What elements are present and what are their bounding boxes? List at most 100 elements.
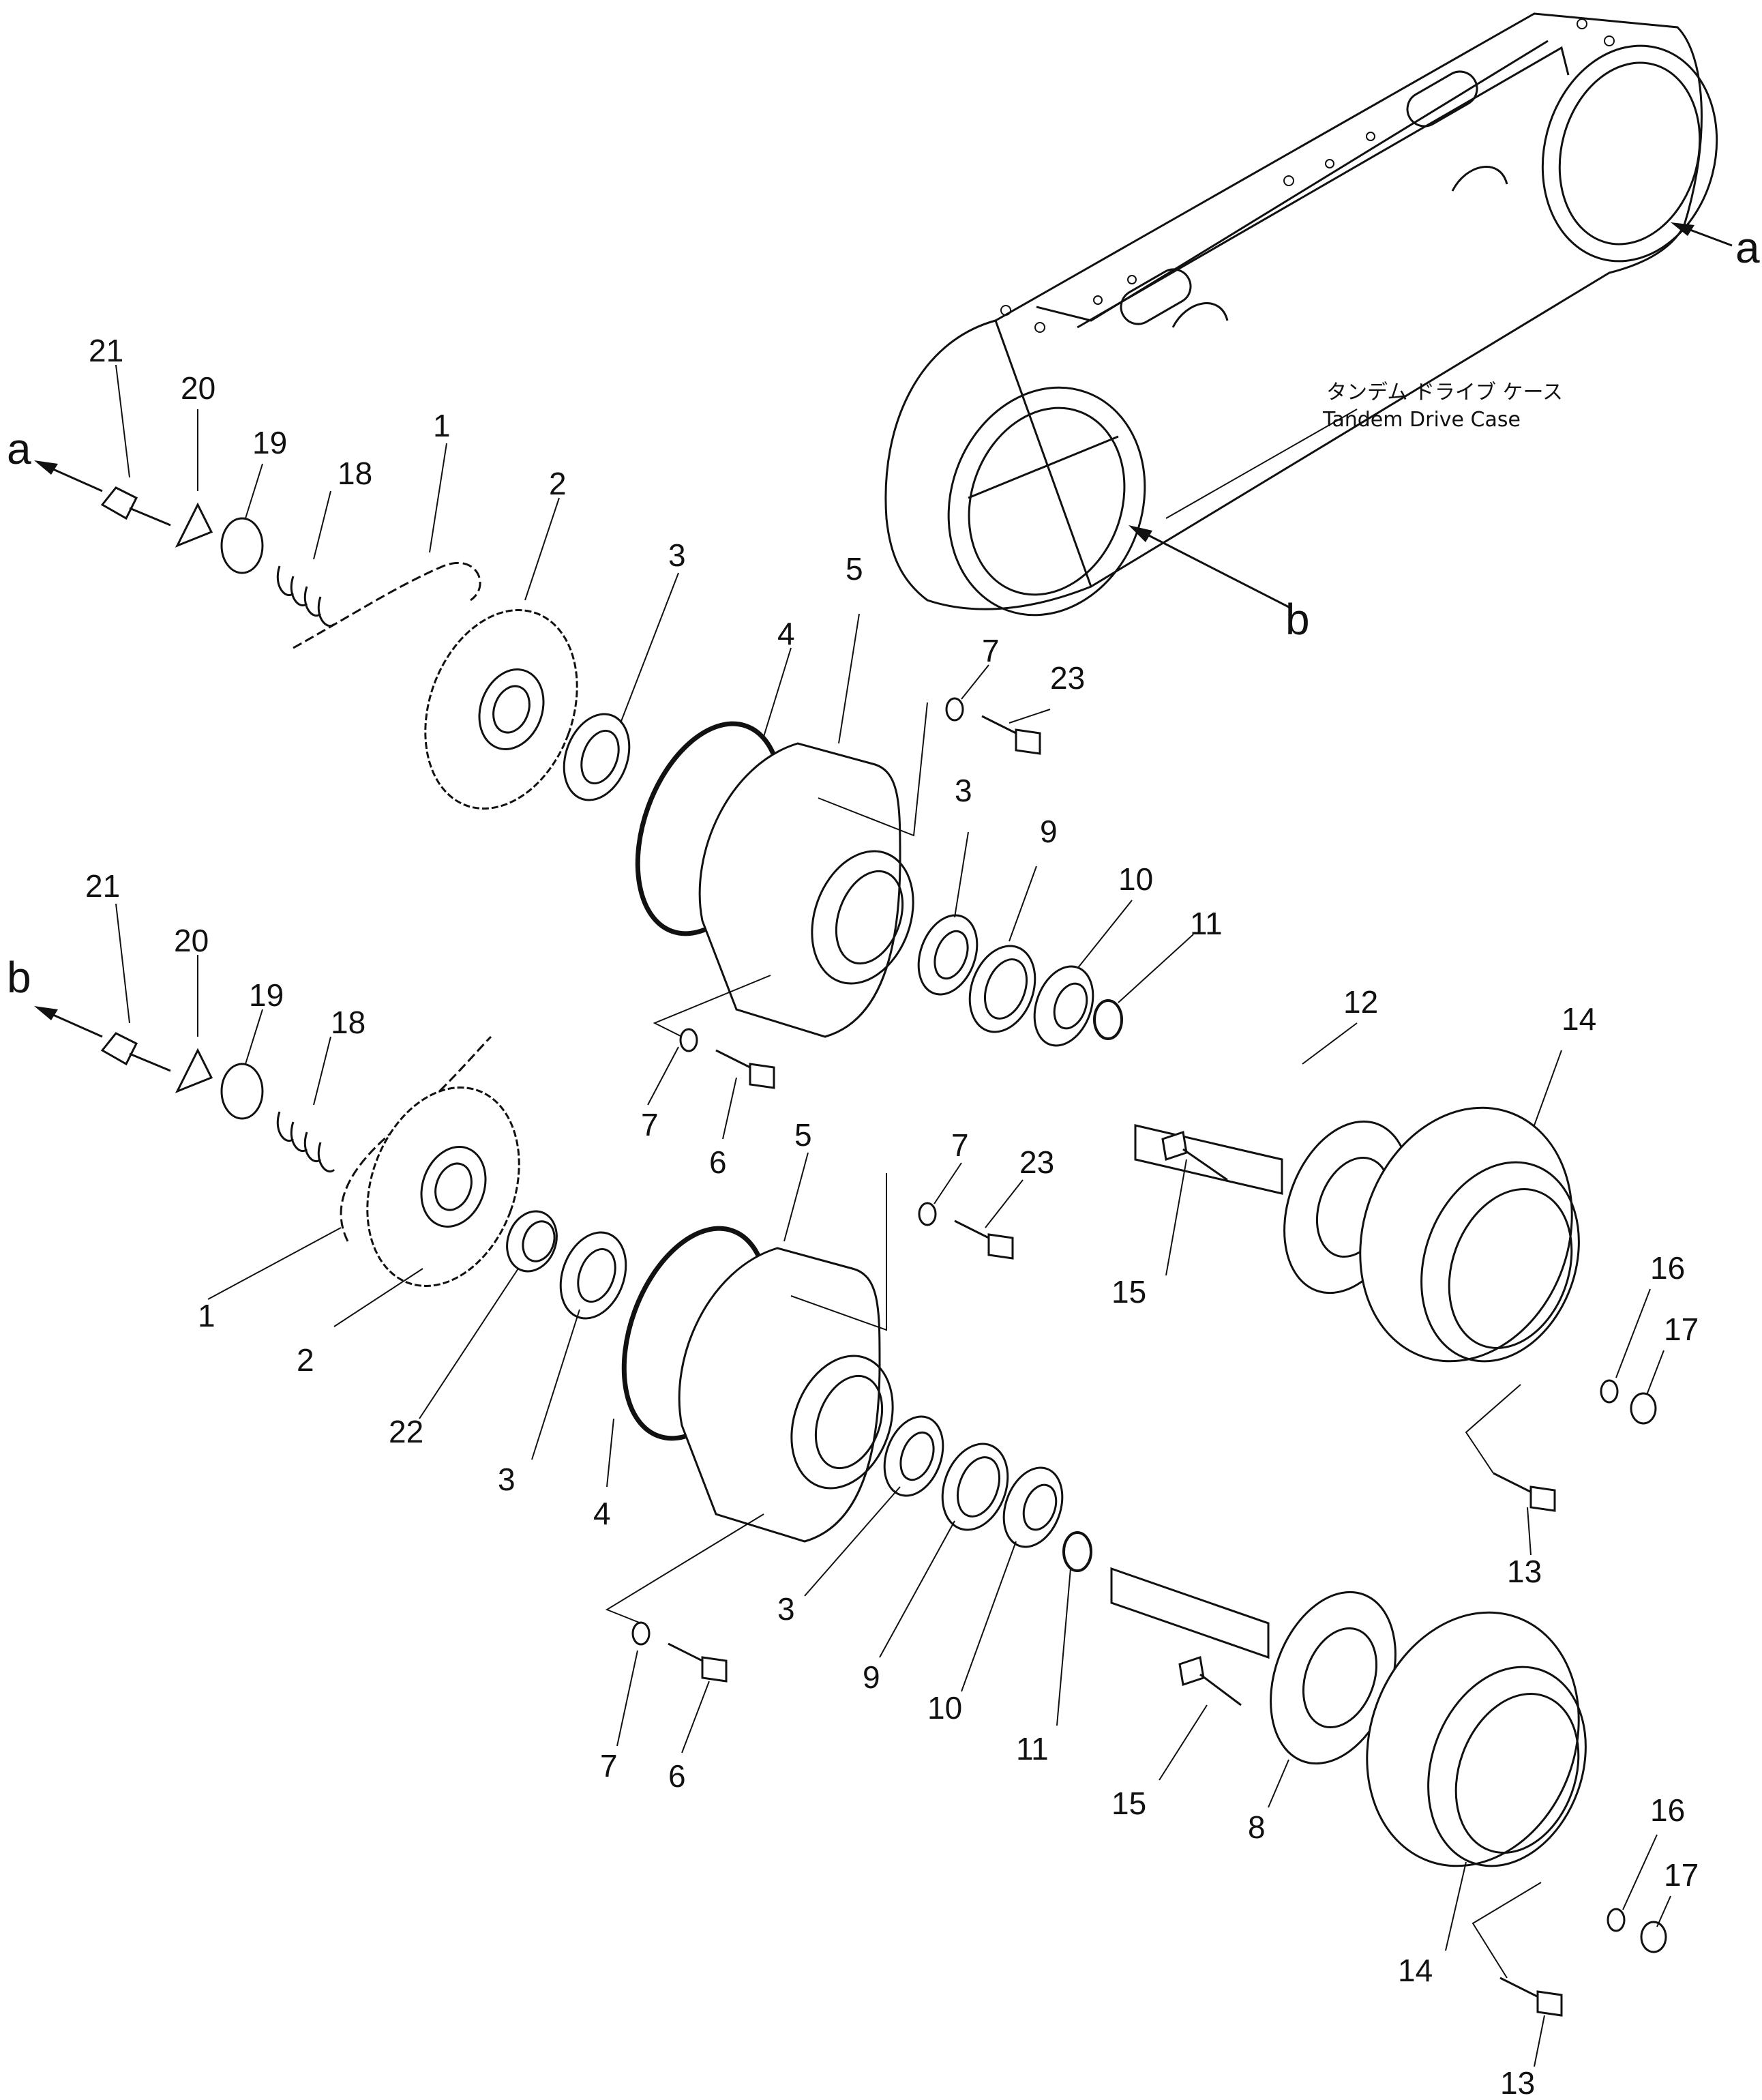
upper-bolt-13: [1493, 1472, 1556, 1512]
label-lower-9: 9: [863, 1659, 880, 1695]
upper-race-9: [968, 945, 1036, 1033]
lower-shaft-8: [1110, 1567, 1397, 1765]
label-upper-11: 11: [1190, 906, 1223, 941]
label-upper-4: 4: [777, 616, 795, 651]
lower-washer-16: [1607, 1908, 1626, 1932]
label-lower-21: 21: [85, 868, 120, 904]
label-upper-9: 9: [1040, 814, 1058, 849]
upper-carrier-5: [698, 742, 914, 1038]
upper-chain-1: [293, 561, 481, 649]
case-leader-line: [1165, 409, 1358, 519]
upper-plate-19: [220, 517, 264, 574]
lower-plate-19: [220, 1063, 264, 1120]
upper-sprocket-2: [424, 609, 578, 810]
label-lower-4: 4: [593, 1496, 611, 1531]
upper-ring-11: [1093, 999, 1123, 1040]
arrow-b-case-label: b: [1285, 595, 1310, 644]
label-lower-8: 8: [1248, 1809, 1266, 1845]
upper-bearing-3b: [917, 914, 979, 996]
label-lower-7a: 7: [951, 1127, 969, 1163]
upper-shims-18: [276, 565, 335, 627]
label-upper-23: 23: [1050, 660, 1085, 696]
upper-nut-17: [1630, 1392, 1657, 1425]
upper-washer-7b: [679, 1028, 698, 1052]
lower-bearing-3a: [559, 1231, 627, 1320]
label-lower-16: 16: [1650, 1792, 1685, 1828]
label-lower-13: 13: [1500, 2065, 1535, 2100]
leader-lines: [115, 364, 1671, 2067]
lower-bolt-13: [1499, 1977, 1563, 2017]
lower-washer-7b: [631, 1621, 651, 1646]
lower-race-9: [941, 1443, 1009, 1531]
label-upper-20: 20: [181, 370, 215, 406]
upper-seal-10: [1033, 965, 1094, 1047]
label-upper-12: 12: [1343, 984, 1378, 1020]
upper-drum-14: [1359, 1106, 1580, 1363]
label-upper-15: 15: [1111, 1274, 1146, 1310]
label-upper-2: 2: [549, 466, 567, 501]
upper-bolt-21: [100, 486, 171, 527]
lower-spacer-22: [506, 1210, 558, 1273]
label-lower-2: 2: [297, 1342, 314, 1378]
label-lower-20: 20: [174, 923, 209, 958]
lower-ring-11: [1062, 1531, 1092, 1572]
label-lower-3a: 3: [498, 1462, 516, 1497]
lower-drum-14: [1366, 1611, 1587, 1867]
upper-bolt-15: [1161, 1131, 1228, 1181]
label-lower-5: 5: [794, 1117, 812, 1153]
lower-bolt-21: [100, 1032, 171, 1072]
arrow-b-case: [1129, 525, 1289, 608]
label-lower-11: 11: [1016, 1731, 1049, 1766]
arrow-b-left-label: b: [7, 953, 31, 1002]
label-upper-17: 17: [1664, 1312, 1699, 1347]
case-caption-japanese: タンデム ドライブ ケース: [1326, 381, 1563, 404]
lower-lock-plate-20: [175, 1048, 213, 1093]
arrow-a-right-label: a: [1735, 223, 1760, 272]
label-upper-5: 5: [846, 551, 863, 587]
arrow-a-left: [34, 460, 103, 492]
label-upper-14: 14: [1562, 1001, 1596, 1037]
lower-washer-7a: [918, 1202, 937, 1226]
label-lower-17: 17: [1664, 1857, 1699, 1893]
upper-assembly: [100, 486, 1657, 1512]
lower-bolt-23: [954, 1219, 1014, 1260]
upper-bearing-3a: [563, 713, 631, 801]
label-upper-18: 18: [338, 456, 372, 491]
label-upper-21: 21: [89, 333, 123, 368]
label-lower-15: 15: [1111, 1786, 1146, 1821]
tandem-drive-case: [884, 12, 1718, 617]
lower-assembly: [100, 1032, 1667, 2017]
part-labels: 21 20 19 18 1 2 3 4 5 7 23 3 9 10 11 12 …: [85, 333, 1699, 2100]
lower-bearing-3b: [883, 1415, 944, 1497]
label-lower-10: 10: [927, 1690, 962, 1726]
label-upper-3a: 3: [668, 537, 686, 573]
lower-chain-1: [340, 1035, 492, 1242]
upper-bolt-23: [981, 715, 1041, 755]
label-lower-19: 19: [249, 977, 284, 1013]
label-lower-22: 22: [389, 1414, 423, 1449]
label-upper-19: 19: [252, 425, 287, 460]
label-lower-23: 23: [1019, 1144, 1054, 1180]
lower-seal-10: [1002, 1466, 1064, 1548]
label-upper-10: 10: [1118, 861, 1153, 897]
upper-washer-7a: [945, 697, 964, 722]
label-lower-3b: 3: [777, 1591, 795, 1627]
lower-carrier-5: [678, 1247, 894, 1543]
label-upper-13: 13: [1507, 1554, 1542, 1589]
case-caption-english: Tandem Drive Case: [1322, 408, 1521, 432]
arrow-a-right: [1671, 222, 1733, 247]
lower-shims-18: [276, 1111, 335, 1172]
label-upper-16: 16: [1650, 1250, 1685, 1286]
lower-nut-17: [1640, 1921, 1667, 1953]
label-lower-7b: 7: [600, 1748, 618, 1784]
label-lower-18: 18: [331, 1005, 365, 1040]
lower-bolt-6: [668, 1642, 728, 1683]
label-upper-1: 1: [433, 408, 451, 443]
arrow-b-left: [34, 1006, 103, 1038]
label-upper-3b: 3: [955, 773, 972, 808]
label-lower-6: 6: [668, 1758, 686, 1794]
label-upper-7b: 7: [641, 1107, 659, 1142]
upper-lock-plate-20: [175, 502, 213, 548]
lower-sprocket-2: [366, 1086, 520, 1287]
